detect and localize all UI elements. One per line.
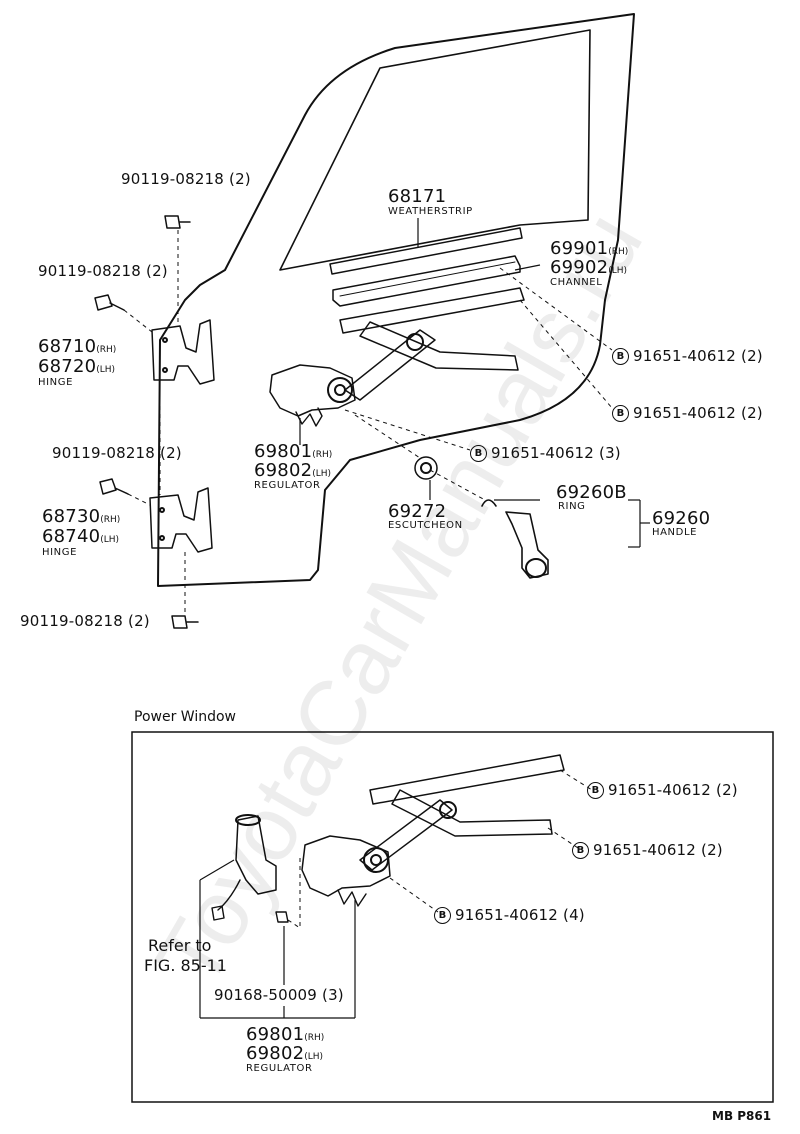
upper-hinge-lh-tag: (LH) xyxy=(96,365,116,375)
lower-hinge-label: 68730(RH) 68740(LH) HINGE xyxy=(42,508,120,558)
regulator-rail-part xyxy=(339,287,525,334)
escutcheon-pn: 69272 xyxy=(388,501,447,522)
regulator-rh-tag: (RH) xyxy=(312,450,333,460)
upper-hinge-rh-tag: (RH) xyxy=(96,345,117,355)
bolt-lower-hinge-label: 90119-08218 (2) xyxy=(52,444,182,462)
pw-screw-c-text: 91651-40612 (4) xyxy=(455,906,585,924)
handle-label: 69260 HANDLE xyxy=(652,510,710,538)
pw-regulator-lh: 69802 xyxy=(246,1043,305,1064)
regulator-lh-tag: (LH) xyxy=(312,469,332,479)
escutcheon-label: 69272 ESCUTCHEON xyxy=(388,503,463,531)
escutcheon-part xyxy=(414,456,438,480)
screw-a-text: 91651-40612 (2) xyxy=(633,347,763,365)
lower-hinge-part xyxy=(149,487,213,553)
lower-hinge-lh: 68740 xyxy=(42,526,101,547)
upper-hinge-lh: 68720 xyxy=(38,356,97,377)
regulator-rh: 69801 xyxy=(254,441,313,462)
weatherstrip-pn: 68171 xyxy=(388,186,447,207)
handle-pn: 69260 xyxy=(652,508,711,529)
bolt-marker-icon: B xyxy=(612,405,629,422)
upper-hinge-name: HINGE xyxy=(38,377,74,388)
pw-bolt xyxy=(275,911,289,923)
bolt-marker-icon: B xyxy=(470,445,487,462)
door-frame-outline xyxy=(157,13,635,587)
refer-line1: Refer to xyxy=(148,936,212,955)
pw-bolt-label: 90168-50009 (3) xyxy=(214,986,344,1004)
lower-hinge-rh-tag: (RH) xyxy=(100,515,121,525)
channel-name: CHANNEL xyxy=(550,277,603,288)
ring-pn: 69260B xyxy=(556,482,627,503)
ring-part xyxy=(481,499,497,507)
weatherstrip-name: WEATHERSTRIP xyxy=(388,206,473,217)
channel-lh-tag: (LH) xyxy=(608,266,628,276)
channel-rh: 69901 xyxy=(550,238,609,259)
figure-code: MB P861 xyxy=(712,1109,772,1123)
pw-motor xyxy=(235,815,277,895)
lower-hinge-rh: 68730 xyxy=(42,506,101,527)
channel-part xyxy=(332,255,521,307)
regulator-base-part xyxy=(269,364,356,417)
pw-upper-rail xyxy=(369,754,565,805)
bolt-marker-icon: B xyxy=(587,782,604,799)
lower-hinge-lh-tag: (LH) xyxy=(100,535,120,545)
escutcheon-name: ESCUTCHEON xyxy=(388,520,463,531)
pw-screw-b-text: 91651-40612 (2) xyxy=(593,841,723,859)
pw-regulator-label: 69801(RH) 69802(LH) REGULATOR xyxy=(246,1026,324,1074)
pw-screw-a-text: 91651-40612 (2) xyxy=(608,781,738,799)
bolt-top-label: 90119-08218 (2) xyxy=(121,170,251,188)
channel-label: 69901(RH) 69902(LH) CHANNEL xyxy=(550,240,628,288)
pw-regulator-base xyxy=(301,835,391,897)
pw-regulator-rh-tag: (RH) xyxy=(304,1033,325,1043)
ring-label: 69260B RING xyxy=(556,484,627,512)
refer-label: Refer to FIG. 85-11 xyxy=(144,936,227,974)
channel-rh-tag: (RH) xyxy=(608,247,629,257)
lower-hinge-name: HINGE xyxy=(42,547,78,558)
regulator-name: REGULATOR xyxy=(254,480,321,491)
pw-regulator-lh-tag: (LH) xyxy=(304,1052,324,1062)
screw-c-text: 91651-40612 (3) xyxy=(491,444,621,462)
regulator-lh: 69802 xyxy=(254,460,313,481)
bolt-marker-icon: B xyxy=(572,842,589,859)
channel-lh: 69902 xyxy=(550,257,609,278)
bolt-upper-hinge-label: 90119-08218 (2) xyxy=(38,262,168,280)
bolt-upper-hinge-part xyxy=(94,294,125,311)
regulator-arm-part xyxy=(359,321,519,371)
bolt-top-part xyxy=(164,215,191,229)
bolt-marker-icon: B xyxy=(434,907,451,924)
bolt-bottom-label: 90119-08218 (2) xyxy=(20,612,150,630)
window-opening xyxy=(279,29,591,271)
bolt-marker-icon: B xyxy=(612,348,629,365)
bolt-bottom-part xyxy=(171,615,199,629)
upper-hinge-rh: 68710 xyxy=(38,336,97,357)
refer-line2: FIG. 85-11 xyxy=(144,956,227,975)
weatherstrip-part xyxy=(329,227,523,275)
weatherstrip-label: 68171 WEATHERSTRIP xyxy=(388,188,473,217)
handle-name: HANDLE xyxy=(652,527,698,538)
ring-name: RING xyxy=(558,501,586,512)
bolt-lower-hinge-part xyxy=(99,478,129,495)
pw-regulator-rh: 69801 xyxy=(246,1024,305,1045)
screw-b-text: 91651-40612 (2) xyxy=(633,404,763,422)
pw-arm xyxy=(391,789,553,837)
pw-regulator-name: REGULATOR xyxy=(246,1063,313,1074)
power-window-frame xyxy=(131,731,774,1103)
power-window-title: Power Window xyxy=(134,709,236,725)
regulator-label: 69801(RH) 69802(LH) REGULATOR xyxy=(254,443,332,491)
upper-hinge-label: 68710(RH) 68720(LH) HINGE xyxy=(38,338,116,388)
upper-hinge-part xyxy=(151,319,215,385)
